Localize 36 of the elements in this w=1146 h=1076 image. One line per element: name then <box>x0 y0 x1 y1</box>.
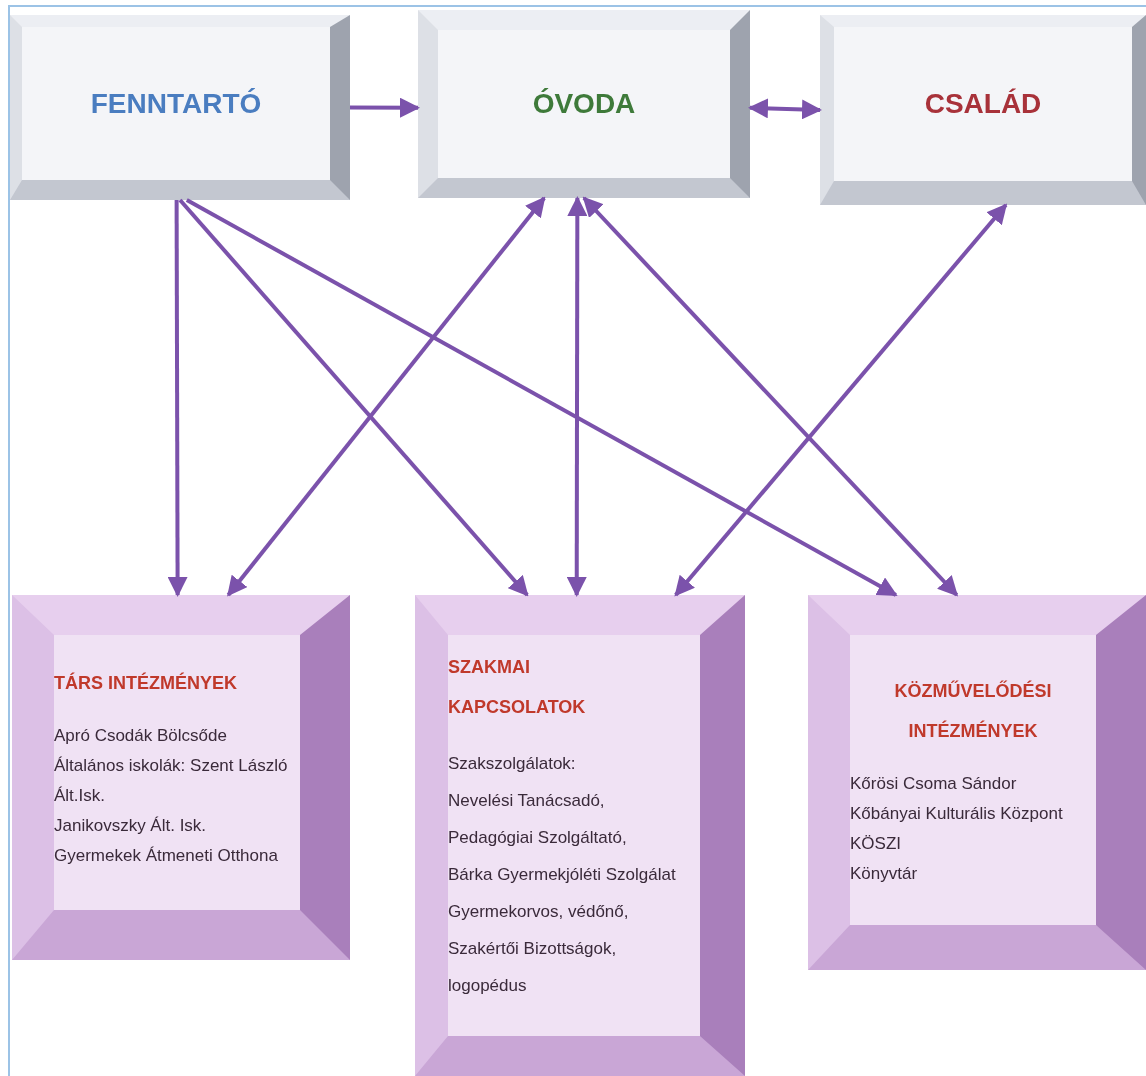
list-item: Bárka Gyermekjóléti Szolgálat <box>448 864 676 886</box>
arrow <box>178 198 529 597</box>
arrow <box>566 196 588 597</box>
list-item: Könyvtár <box>850 863 919 885</box>
arrow <box>674 203 1008 597</box>
panel-heading: TÁRS INTÉZMÉNYEK <box>54 671 238 695</box>
arrow <box>582 196 959 597</box>
list-item: Általános iskolák: Szent László Ált.Isk. <box>54 755 289 807</box>
list-item: Szakértői Bizottságok, <box>448 938 617 960</box>
bevel-box <box>820 15 1146 205</box>
bevel-box <box>10 15 350 200</box>
box-title: FENNTARTÓ <box>90 87 262 120</box>
arrow <box>748 98 822 120</box>
list-item: Apró Csodák Bölcsőde <box>54 725 228 747</box>
panel-heading: KÖZMŰVELŐDÉSI INTÉZMÉNYEK <box>893 679 1053 743</box>
list-item: Pedagógiai Szolgáltató, <box>448 827 627 849</box>
list-item: logopédus <box>448 975 527 997</box>
bevel-box <box>418 10 750 198</box>
list-item: Janikovszky Ált. Isk. <box>54 815 208 837</box>
box-title: CSALÁD <box>924 88 1042 120</box>
arrow <box>350 97 420 118</box>
bevel-panel <box>12 595 350 960</box>
arrow <box>226 196 546 597</box>
box-title: ÓVODA <box>532 88 636 120</box>
bevel-panel <box>415 595 745 1076</box>
list-item: Kőbányai Kulturális Központ <box>850 803 1064 825</box>
bevel-panel <box>808 595 1146 970</box>
list-item: Kőrösi Csoma Sándor <box>850 773 1018 795</box>
list-item: Gyermekorvos, védőnő, <box>448 901 629 923</box>
list-item: Nevelési Tanácsadó, <box>448 790 605 812</box>
list-item: KÖSZI <box>850 833 902 855</box>
arrow <box>167 200 188 597</box>
arrow <box>185 198 898 597</box>
list-item: Szakszolgálatok: <box>448 753 576 775</box>
panel-heading: SZAKMAI KAPCSOLATOK <box>448 656 587 719</box>
list-item: Gyermekek Átmeneti Otthona <box>54 845 279 867</box>
